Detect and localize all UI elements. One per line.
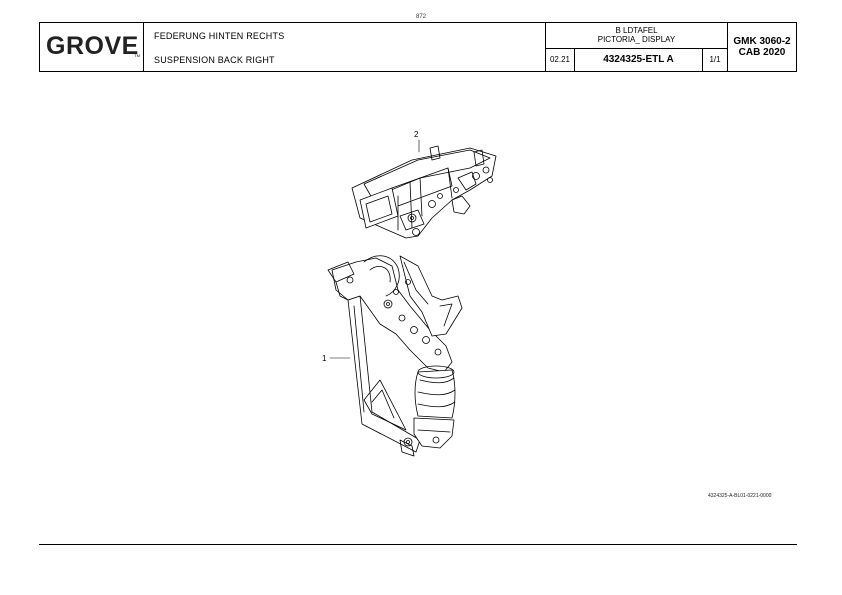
callout-1-label: 1 [322,354,327,363]
title-german: FEDERUNG HINTEN RECHTS [154,31,285,41]
grove-logo: GROVE TM [40,23,144,71]
callout-1: 1 [322,354,351,363]
logo-trademark: TM [134,53,140,58]
title-english: SUSPENSION BACK RIGHT [154,55,275,65]
drawing-reference: 4324325-A-BL01-0221-0000 [708,493,772,499]
footer-divider [39,544,797,545]
callout-2-label: 2 [414,130,419,139]
model-designation: GMK 3060-2 CAB 2020 [727,23,796,71]
bracket-assembly-illustration [351,145,497,239]
part-number: 4324325-ETL A [575,49,703,71]
document-type-english: PICTORIA_ DISPLAY [597,35,676,44]
page-number: 872 [415,14,426,20]
suspension-arm-illustration [327,255,463,457]
sheet-number: 1/1 [709,55,721,64]
model-line-2: CAB 2020 [738,47,786,58]
title-block: GROVE TM FEDERUNG HINTEN RECHTS SUSPENSI… [39,22,797,72]
document-type-german: B LDTAFEL [615,26,658,35]
logo-text: GROVE [46,32,139,60]
date-field: 02.21 [545,49,575,71]
model-line-1: GMK 3060-2 [733,36,791,47]
callout-2: 2 [414,130,420,153]
document-type: B LDTAFEL PICTORIA_ DISPLAY [545,23,727,49]
